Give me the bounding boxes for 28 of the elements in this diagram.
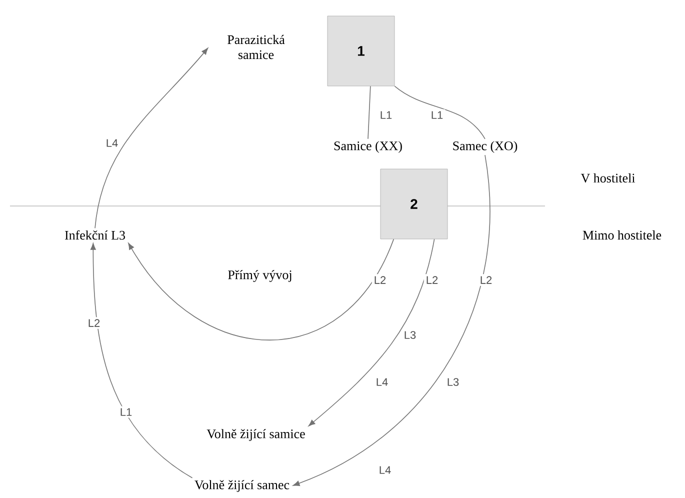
arrow (292, 154, 490, 486)
numbered-box: 1 (327, 16, 395, 86)
region-label: Mimo hostitele (582, 230, 662, 240)
region-label: Přímý vývoj (228, 270, 292, 282)
edge-label: L2 (372, 274, 388, 286)
stage-label: Infekční L3 (64, 230, 125, 240)
edge-label: L1 (118, 406, 134, 418)
arrow (308, 238, 435, 426)
stage-label: L2 (86, 317, 102, 329)
arrow (128, 238, 394, 340)
stage-label: Parazitická samice (228, 34, 285, 60)
stage-label: Volně žijící samec (194, 480, 290, 492)
stage-label: Samice (XX) (334, 141, 402, 153)
arrow (90, 243, 193, 478)
numbered-box: 2 (380, 168, 448, 240)
edge-label: L1 (428, 109, 446, 121)
region-label: V hostiteli (580, 173, 636, 183)
edge-label: L4 (104, 137, 120, 149)
stage-label: Samec (XO) (453, 141, 518, 153)
arrow (94, 48, 208, 229)
edge-label: L2 (478, 274, 494, 286)
stage-label: L3 (444, 376, 462, 388)
stage-label: L4 (376, 464, 394, 476)
edge-label: L1 (378, 109, 394, 121)
stage-label: L4 (374, 376, 390, 388)
stage-label: L3 (402, 329, 418, 341)
stage-label: Volně žijící samice (206, 429, 305, 441)
edge-label: L2 (424, 274, 440, 286)
